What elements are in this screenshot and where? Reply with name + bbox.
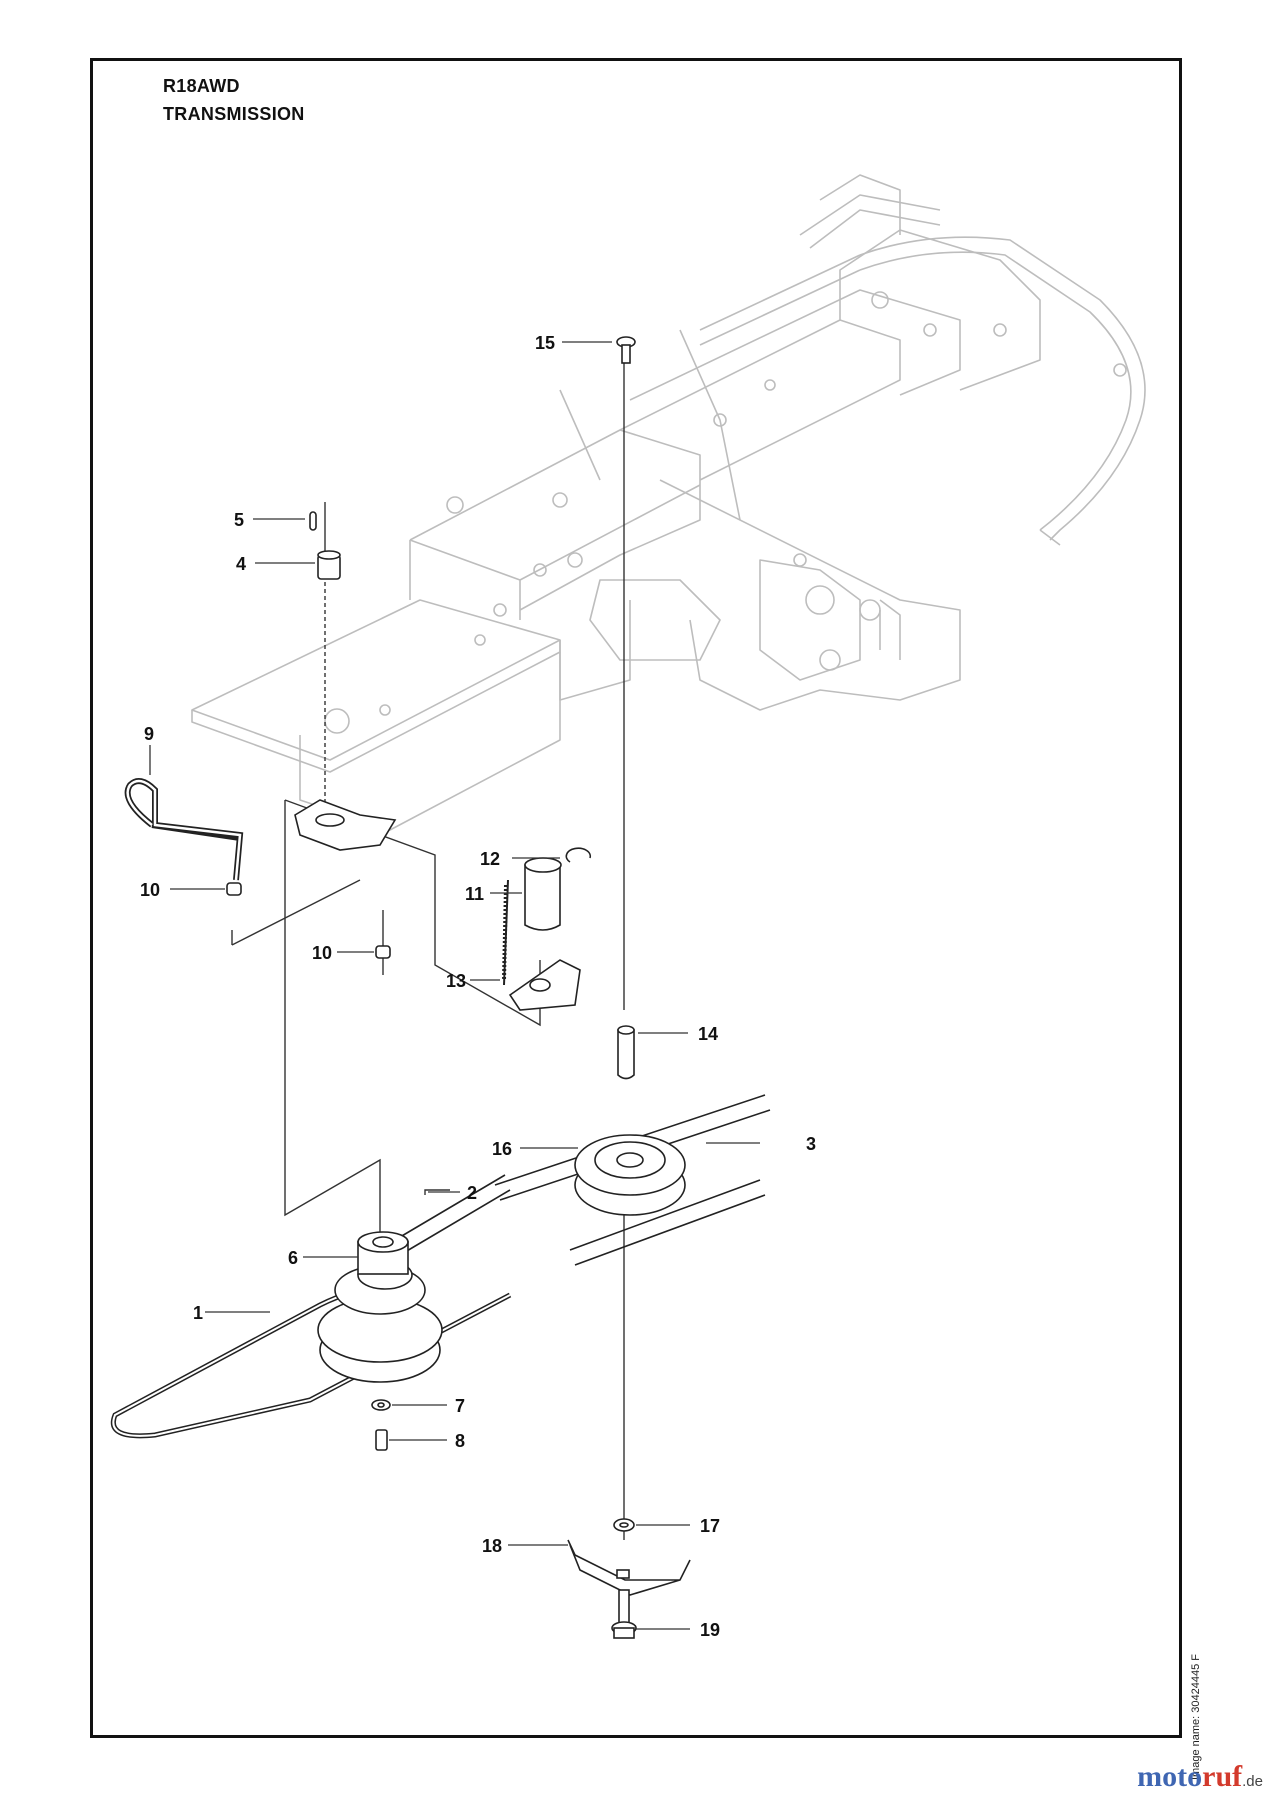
bolt-19 bbox=[611, 1589, 637, 1639]
callout-19: 19 bbox=[700, 1620, 720, 1640]
nut-10a bbox=[226, 882, 242, 896]
box-line-belt bbox=[424, 1189, 450, 1195]
callout-12: 12 bbox=[480, 849, 500, 869]
callout-13: 13 bbox=[446, 971, 466, 991]
callout-10a: 10 bbox=[140, 880, 160, 900]
spacer-14 bbox=[617, 1025, 635, 1080]
belt-1 bbox=[111, 1286, 512, 1439]
callout-17: 17 bbox=[700, 1516, 720, 1536]
section-title: TRANSMISSION bbox=[163, 104, 305, 124]
callout-numbers: 15 5 4 9 12 11 10 10 13 14 16 3 2 6 1 7 … bbox=[140, 333, 816, 1640]
model-title: R18AWD bbox=[163, 76, 240, 96]
callout-3: 3 bbox=[806, 1134, 816, 1154]
callout-6: 6 bbox=[288, 1248, 298, 1268]
callout-4: 4 bbox=[236, 554, 246, 574]
callout-18: 18 bbox=[482, 1536, 502, 1556]
callout-8: 8 bbox=[455, 1431, 465, 1451]
bushing-4 bbox=[317, 550, 341, 580]
callout-2: 2 bbox=[467, 1183, 477, 1203]
sleeve-11 bbox=[524, 857, 562, 931]
callout-15: 15 bbox=[535, 333, 555, 353]
callout-16: 16 bbox=[492, 1139, 512, 1159]
drawing-frame bbox=[90, 58, 1182, 1738]
bolt-15 bbox=[616, 336, 636, 364]
callout-10b: 10 bbox=[312, 943, 332, 963]
callout-14: 14 bbox=[698, 1024, 718, 1044]
rod-9 bbox=[124, 778, 244, 881]
pulley-16 bbox=[574, 1134, 686, 1216]
callout-leaders bbox=[149, 341, 760, 1630]
callout-7: 7 bbox=[455, 1396, 465, 1416]
logo-part-1: moto bbox=[1137, 1760, 1203, 1793]
callout-9: 9 bbox=[144, 724, 154, 744]
key-5 bbox=[309, 511, 317, 531]
belt-2 bbox=[394, 1174, 511, 1256]
pulley-6 bbox=[317, 1231, 443, 1383]
box-line-left bbox=[284, 800, 381, 1255]
circlip-12 bbox=[565, 847, 592, 863]
bracket-18 bbox=[567, 1539, 691, 1596]
callout-11: 11 bbox=[465, 884, 484, 904]
bolt-8 bbox=[375, 1429, 388, 1451]
chassis-frame bbox=[191, 174, 1146, 831]
callout-5: 5 bbox=[234, 510, 244, 530]
logo-part-3: .de bbox=[1242, 1773, 1263, 1790]
logo-part-2: ruf bbox=[1202, 1760, 1243, 1793]
callout-1: 1 bbox=[193, 1303, 203, 1323]
box-line-nut bbox=[231, 879, 361, 946]
nut-10b bbox=[375, 945, 391, 959]
motoruf-logo[interactable]: motoruf.de bbox=[1137, 1760, 1263, 1794]
parts bbox=[111, 336, 771, 1639]
bracket-base bbox=[294, 799, 397, 851]
